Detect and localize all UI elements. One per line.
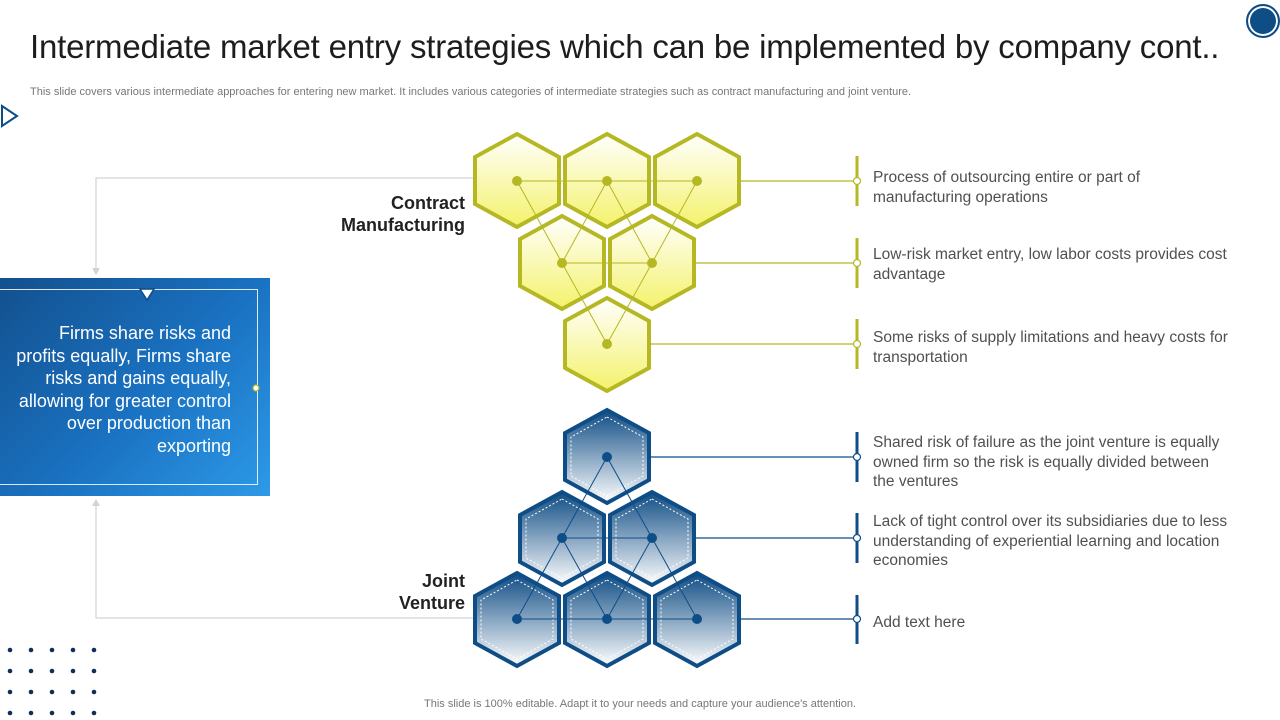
- contract-manufacturing-nodes: [512, 176, 702, 349]
- summary-box: [0, 278, 270, 496]
- joint-venture-network: [516, 456, 698, 620]
- circle-icon: [1246, 4, 1280, 38]
- play-icon: [0, 104, 19, 128]
- label-line: Contract: [390, 193, 465, 213]
- yellow-connectors: [649, 156, 862, 369]
- label-line: Manufacturing: [341, 215, 465, 235]
- contract-point-3: Some risks of supply limitations and hea…: [873, 329, 1228, 366]
- contract-point-2: Low-risk market entry, low labor costs p…: [873, 246, 1227, 283]
- arrow-up-icon: [92, 499, 100, 506]
- joint-venture-inner-borders: [480, 416, 734, 660]
- joint-venture-nodes: [512, 452, 702, 624]
- joint-point-2: Lack of tight control over its subsidiar…: [873, 513, 1228, 569]
- connector-dot-icon: [252, 384, 260, 392]
- blue-connectors: [649, 432, 862, 644]
- joint-point-1: Shared risk of failure as the joint vent…: [873, 434, 1220, 490]
- triangle-icon: [139, 288, 155, 302]
- page-title: Intermediate market entry strategies whi…: [30, 28, 1220, 65]
- contract-point-1: Process of outsourcing entire or part of…: [873, 169, 1141, 206]
- page-subtitle: This slide covers various intermediate a…: [30, 86, 912, 98]
- left-connector: [95, 177, 475, 619]
- summary-box-text: Firms share risks and profits equally, F…: [16, 323, 231, 456]
- arrow-down-icon: [92, 268, 100, 275]
- label-line: Venture: [398, 593, 465, 613]
- dot-grid: [7, 647, 97, 716]
- label-line: Joint: [422, 571, 465, 591]
- contract-manufacturing-label: Contract Manufacturing: [280, 192, 465, 236]
- joint-point-3: Add text here: [873, 614, 966, 631]
- footer-note: This slide is 100% editable. Adapt it to…: [424, 698, 856, 710]
- joint-venture-label: Joint Venture: [280, 570, 465, 614]
